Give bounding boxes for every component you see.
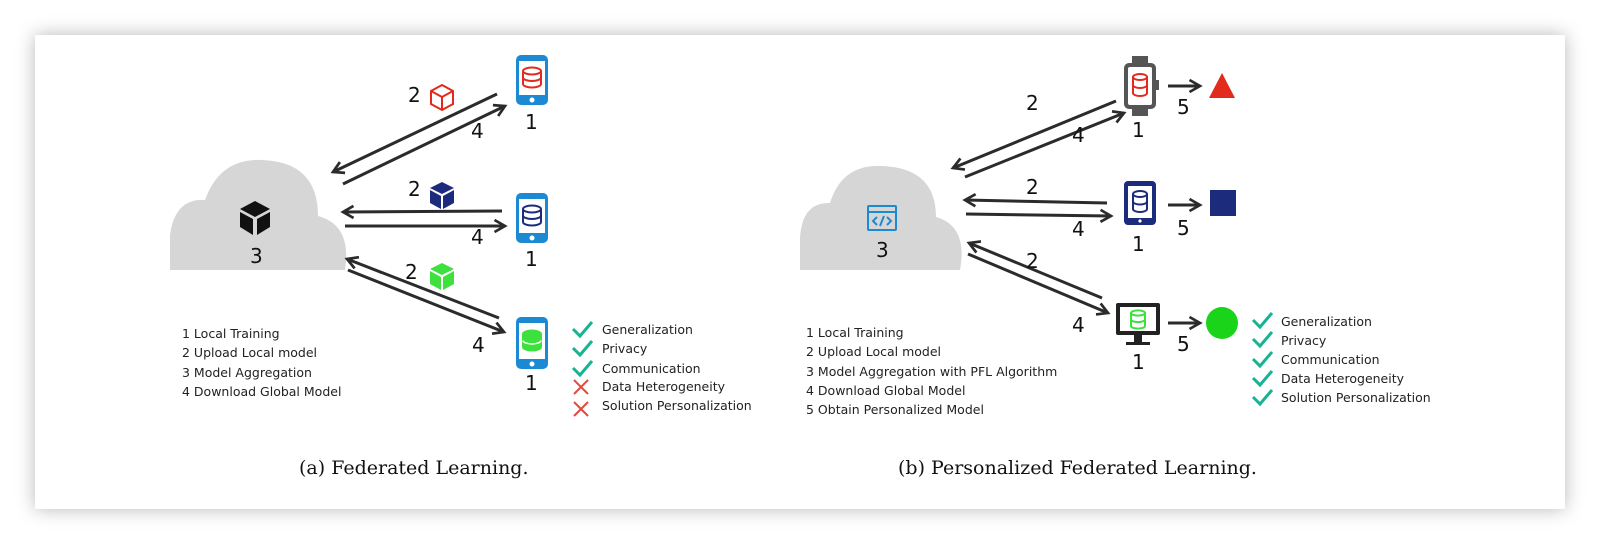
personalized-model-triangle-icon: [1209, 73, 1235, 98]
green-model-cube-icon: [430, 263, 454, 290]
personalize-arrows: [1168, 78, 1203, 331]
check-icon: [571, 321, 594, 339]
arrow-label-upload-mid: 2: [1026, 175, 1039, 199]
smartwatch-device-icon: [1124, 56, 1159, 116]
step-item: 4 Download Global Model: [806, 383, 965, 398]
property-label: Solution Personalization: [1281, 390, 1431, 405]
steps-legend: 1 Local Training 2 Upload Local model 3 …: [182, 326, 341, 399]
check-icon: [571, 360, 594, 378]
arrow-label-download-mid: 4: [1072, 217, 1085, 241]
tablet-device-icon: [1124, 181, 1156, 225]
property-label: Privacy: [1281, 333, 1327, 348]
property-checklist: Generalization Privacy Communication Dat…: [571, 321, 752, 417]
arrow-label-download-top: 4: [471, 119, 484, 143]
check-icon: [1251, 312, 1274, 330]
check-icon: [1251, 331, 1274, 349]
red-model-cube-icon: [430, 83, 454, 112]
arrows-a: [330, 92, 508, 336]
arrow-label-download-top: 4: [1072, 123, 1085, 147]
server-cloud: [800, 165, 962, 270]
property-label: Communication: [1281, 352, 1380, 367]
personalized-model-circle-icon: [1206, 307, 1238, 339]
step-item: 3 Model Aggregation with PFL Algorithm: [806, 364, 1057, 379]
arrow-label-upload-bot: 2: [405, 260, 418, 284]
step-item: 4 Download Global Model: [182, 384, 341, 399]
cross-icon: [573, 401, 589, 417]
check-icon: [1251, 389, 1274, 407]
check-icon: [1251, 370, 1274, 388]
device-label: 1: [525, 110, 538, 134]
check-icon: [1251, 351, 1274, 369]
arrow-label-upload-top: 2: [1026, 91, 1039, 115]
arrow-label-download-mid: 4: [471, 225, 484, 249]
steps-legend: 1 Local Training 2 Upload Local model 3 …: [806, 325, 1057, 417]
device-label: 1: [1132, 118, 1145, 142]
arrow-label-download-bot: 4: [1072, 313, 1085, 337]
property-label: Privacy: [602, 341, 648, 356]
personalize-label: 5: [1177, 95, 1190, 119]
phone-device-icon: [516, 55, 548, 105]
caption-b: (b) Personalized Federated Learning.: [898, 457, 1257, 479]
phone-device-icon: [516, 193, 548, 243]
device-label: 1: [525, 371, 538, 395]
device-label: 1: [1132, 232, 1145, 256]
cross-icon: [573, 379, 589, 395]
property-label: Generalization: [602, 322, 693, 337]
arrow-label-upload-top: 2: [408, 83, 421, 107]
caption-a: (a) Federated Learning.: [299, 457, 529, 479]
property-label: Generalization: [1281, 314, 1372, 329]
desktop-monitor-device-icon: [1116, 303, 1160, 345]
panel-federated-learning: 3 2 4 2 4 2 4: [170, 55, 752, 479]
code-window-icon: [867, 205, 897, 231]
arrow-label-upload-mid: 2: [408, 177, 421, 201]
personalize-label: 5: [1177, 332, 1190, 356]
personalized-model-square-icon: [1210, 190, 1236, 216]
property-checklist: Generalization Privacy Communication Dat…: [1251, 312, 1431, 407]
property-label: Data Heterogeneity: [1281, 371, 1405, 386]
step-item: 2 Upload Local model: [182, 345, 317, 360]
check-icon: [571, 340, 594, 358]
arrows-b: [950, 99, 1127, 316]
step-item: 2 Upload Local model: [806, 344, 941, 359]
server-label: 3: [250, 244, 263, 268]
global-model-cube-icon: [240, 201, 270, 235]
property-label: Solution Personalization: [602, 398, 752, 413]
navy-model-cube-icon: [430, 182, 454, 209]
arrow-label-download-bot: 4: [472, 333, 485, 357]
arrow-label-upload-bot: 2: [1026, 249, 1039, 273]
property-label: Data Heterogeneity: [602, 379, 726, 394]
server-label: 3: [876, 238, 889, 262]
step-item: 1 Local Training: [806, 325, 904, 340]
property-label: Communication: [602, 361, 701, 376]
step-item: 1 Local Training: [182, 326, 280, 341]
step-item: 3 Model Aggregation: [182, 365, 312, 380]
device-label: 1: [525, 247, 538, 271]
personalize-label: 5: [1177, 216, 1190, 240]
panel-personalized-federated-learning: 3 2 4 2 4 2 4: [800, 56, 1431, 479]
step-item: 5 Obtain Personalized Model: [806, 402, 984, 417]
figure-card: [35, 35, 1565, 509]
phone-device-icon: [516, 317, 548, 369]
device-label: 1: [1132, 350, 1145, 374]
